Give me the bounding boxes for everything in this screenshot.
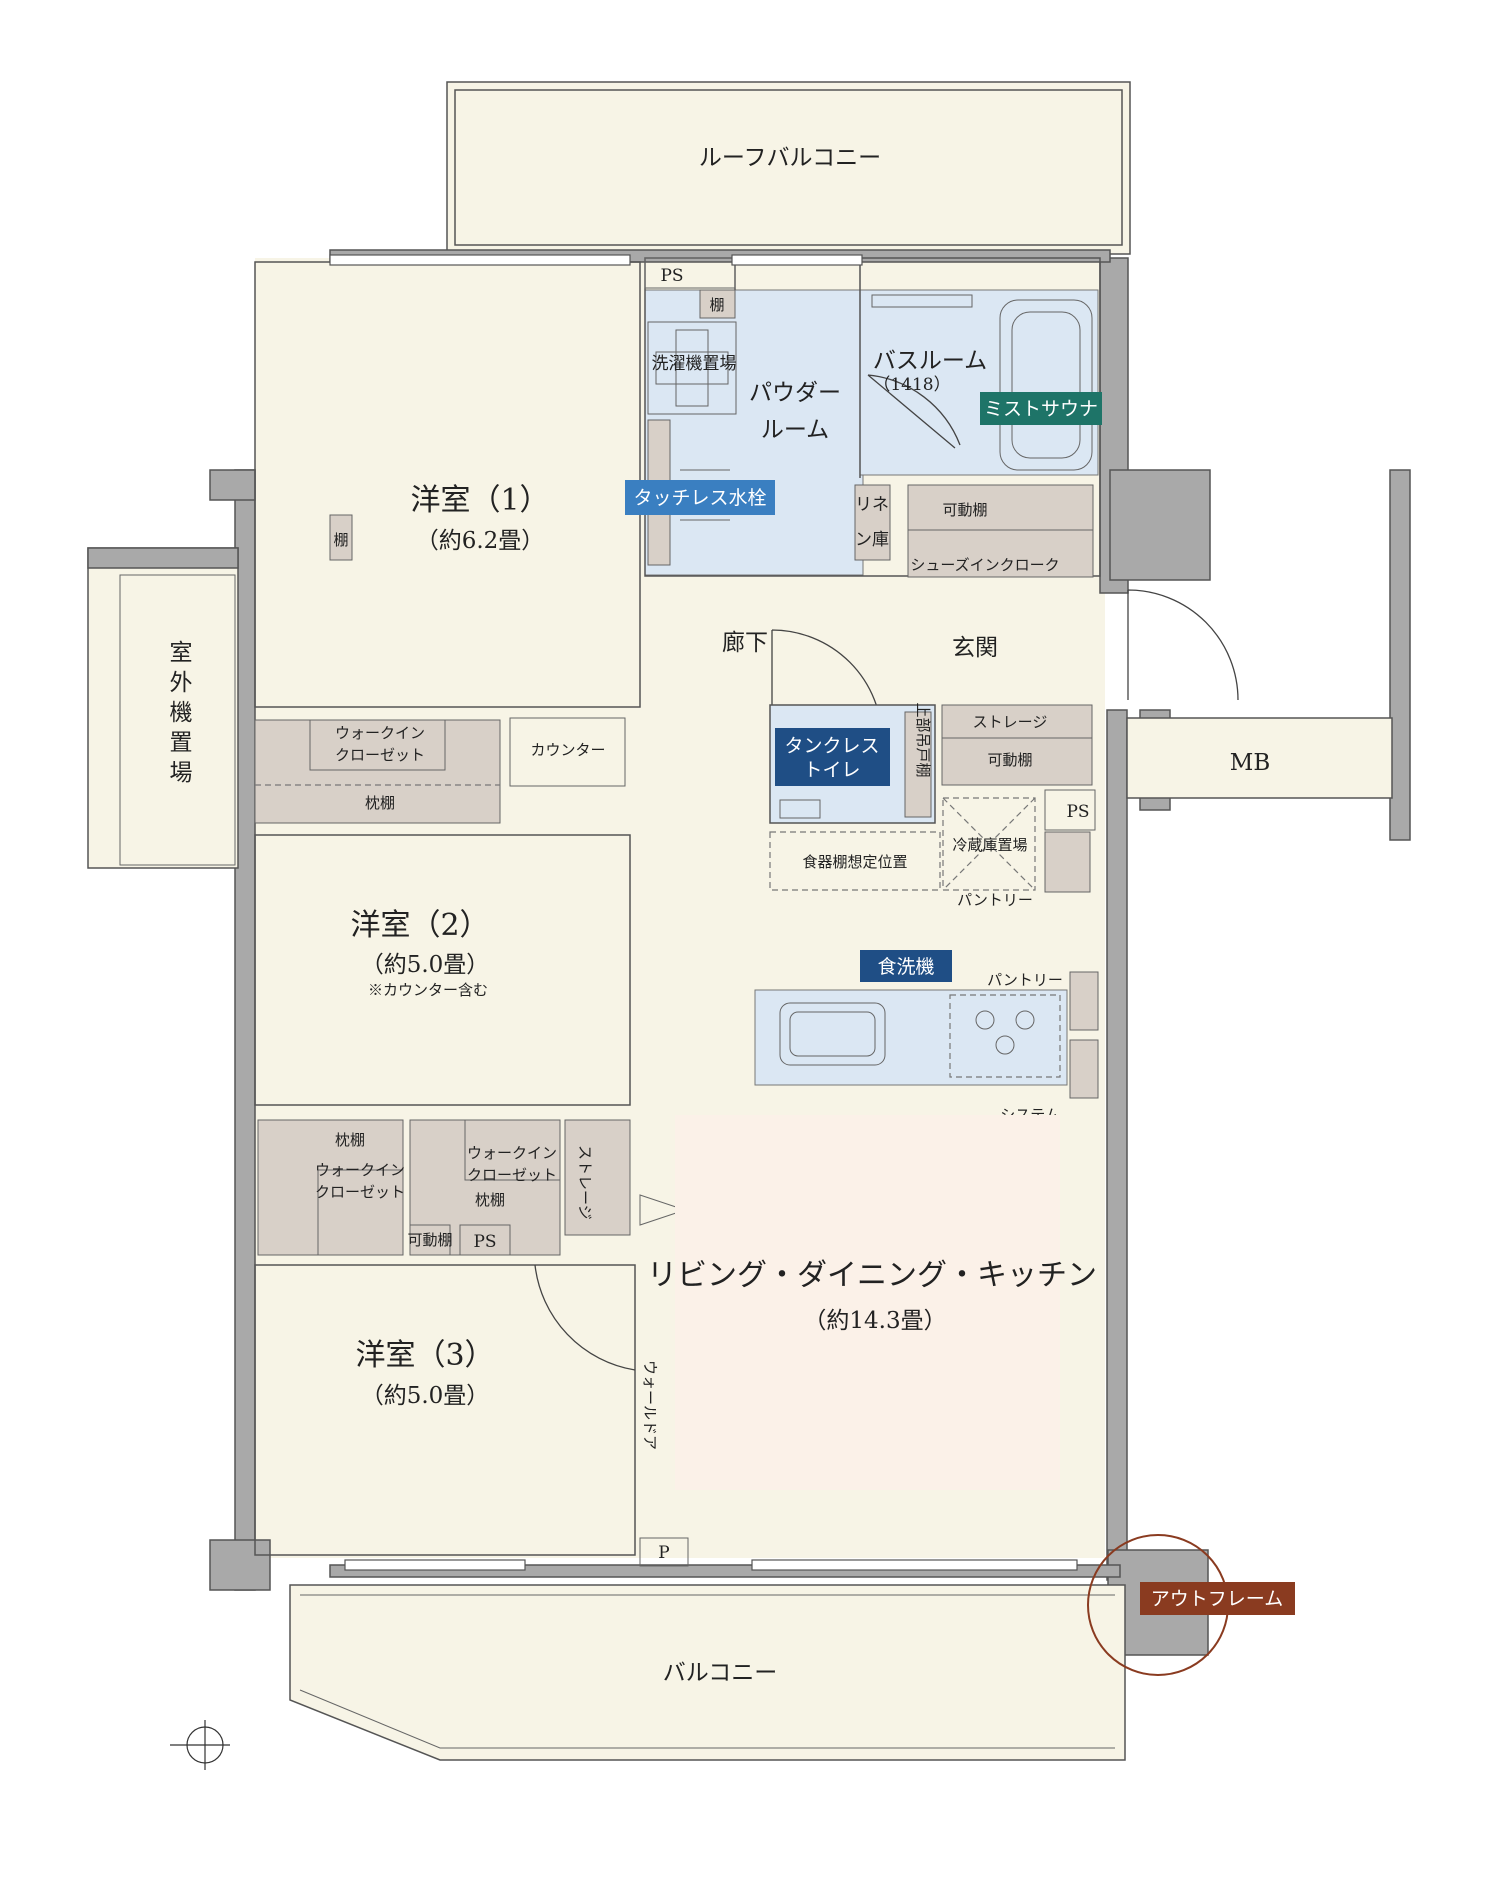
wet-area: PS 棚 洗濯機置場 パウダー ルーム バスルーム （1418）: [644, 257, 1101, 577]
outdoor-unit-space: 室 外 機 置 場: [87, 547, 239, 869]
fridge-label: 冷蔵庫置場: [952, 836, 1027, 854]
shelf-top-label: 棚: [709, 296, 724, 314]
pillow-shelf-2-label: 枕棚: [335, 1131, 365, 1149]
western2-label: 洋室（2）: [350, 908, 489, 943]
mist-sauna-badge-label: ミストサウナ: [984, 398, 1098, 420]
western3-label: 洋室（3）: [355, 1338, 494, 1373]
kitchen-storage: ストレージ 可動棚 PS 冷蔵庫置場 食器棚想定位置 パントリー: [769, 704, 1096, 909]
wic-3-label-b: クローゼット: [467, 1166, 557, 1184]
powder-label-1: パウダー: [749, 380, 841, 406]
p-label: P: [658, 1543, 669, 1563]
entry-storage: リネ ン庫 可動棚 シューズインクローク: [854, 484, 1094, 578]
western2-size: （約5.0畳）: [361, 952, 490, 978]
powder-label-2: ルーム: [761, 417, 829, 443]
bath-size: （1418）: [873, 375, 950, 395]
wic-room-3: 枕棚 ウォークイン クローゼット ウォークイン クローゼット 枕棚 可動棚 PS…: [257, 1119, 687, 1256]
touchless-badge-label: タッチレス水栓: [633, 487, 766, 509]
tankless-badge-label-1: タンクレス: [784, 735, 879, 757]
pantry1-label: パントリー: [957, 891, 1033, 909]
wic-1-label-b: クローゼット: [335, 746, 425, 764]
western3-door[interactable]: [534, 1264, 636, 1371]
western2-note: ※カウンター含む: [368, 981, 488, 999]
outframe-badge: アウトフレーム: [1140, 1582, 1295, 1615]
pillow-shelf-1-label: 枕棚: [365, 794, 395, 812]
compass-icon: [170, 1720, 230, 1770]
western-room-1: 棚 洋室（1） （約6.2畳）: [254, 261, 641, 708]
tankless-badge-label-2: トイレ: [803, 759, 860, 781]
pantry2-label: パントリー: [987, 971, 1063, 989]
western3-size: （約5.0畳）: [361, 1383, 490, 1409]
storage-side-label: ストレージ: [576, 1145, 594, 1220]
movable-shelf-w3-label: 可動棚: [407, 1231, 452, 1249]
ps-mid-label: PS: [1066, 802, 1089, 822]
dishwasher-badge-label: 食洗機: [877, 956, 934, 978]
washer-label: 洗濯機置場: [652, 354, 737, 374]
outdoor-unit-char-4: 場: [170, 760, 193, 786]
outdoor-unit-char-0: 室: [170, 640, 193, 666]
upper-shelf-label: 上部吊戸棚: [914, 702, 932, 777]
outdoor-unit-char-3: 置: [170, 730, 193, 756]
outdoor-unit-char-1: 外: [170, 670, 193, 696]
outdoor-unit-char-2: 機: [170, 700, 193, 726]
pillow-shelf-3-label: 枕棚: [475, 1191, 505, 1209]
wic-room-1: ウォークイン クローゼット 枕棚 カウンター: [254, 717, 626, 824]
movable-shelf-top-label: 可動棚: [942, 501, 987, 519]
linen-label-2: ン庫: [855, 530, 889, 550]
mb-label: MB: [1230, 750, 1270, 776]
wic-2-label-b: クローゼット: [315, 1183, 405, 1201]
mb-area: MB: [1126, 717, 1393, 799]
wic-1-label-a: ウォークイン: [335, 724, 425, 742]
shoes-closet-label: シューズインクローク: [910, 556, 1059, 574]
entrance-label: 玄関: [952, 635, 998, 661]
storage-entry-label: ストレージ: [973, 713, 1048, 731]
ldk-label: リビング・ダイニング・キッチン: [647, 1258, 1097, 1293]
corridor-label: 廊下: [722, 630, 768, 656]
roof-balcony-label: ルーフバルコニー: [699, 145, 881, 171]
western1-label: 洋室（1）: [410, 483, 549, 518]
wic-3-label-a: ウォークイン: [467, 1144, 557, 1162]
linen-label-1: リネ: [855, 495, 889, 515]
windows: [329, 254, 1078, 1571]
western-room-3: 洋室（3） （約5.0畳） ウォールドア P: [254, 1264, 689, 1567]
ldk-size: （約14.3畳）: [803, 1308, 946, 1334]
wic-2-label-a: ウォークイン: [315, 1161, 405, 1179]
wall-door-label: ウォールドア: [641, 1360, 659, 1450]
ldk: リビング・ダイニング・キッチン （約14.3畳）: [647, 1115, 1097, 1490]
ps-low-label: PS: [473, 1232, 496, 1252]
balcony: バルコニー: [289, 1584, 1126, 1761]
touchless-badge: タッチレス水栓: [625, 480, 775, 515]
roof-balcony: ルーフバルコニー: [446, 81, 1131, 255]
balcony-label: バルコニー: [663, 1660, 778, 1686]
outframe-badge-label: アウトフレーム: [1151, 1588, 1283, 1610]
western-room-2: 洋室（2） （約5.0畳） ※カウンター含む: [254, 834, 631, 1106]
shelf-w1-label: 棚: [333, 531, 348, 549]
dish-shelf-label: 食器棚想定位置: [802, 853, 907, 871]
western1-size: （約6.2畳）: [416, 528, 545, 554]
dishwasher-badge: 食洗機: [860, 950, 952, 982]
movable-shelf-entry-label: 可動棚: [987, 751, 1032, 769]
counter-label: カウンター: [530, 741, 605, 759]
ps-top-label: PS: [660, 266, 683, 286]
mist-sauna-badge: ミストサウナ: [980, 392, 1102, 425]
entrance-door[interactable]: [1127, 589, 1239, 701]
tankless-badge: タンクレス トイレ: [775, 728, 890, 786]
bath-label: バスルーム: [873, 348, 987, 374]
